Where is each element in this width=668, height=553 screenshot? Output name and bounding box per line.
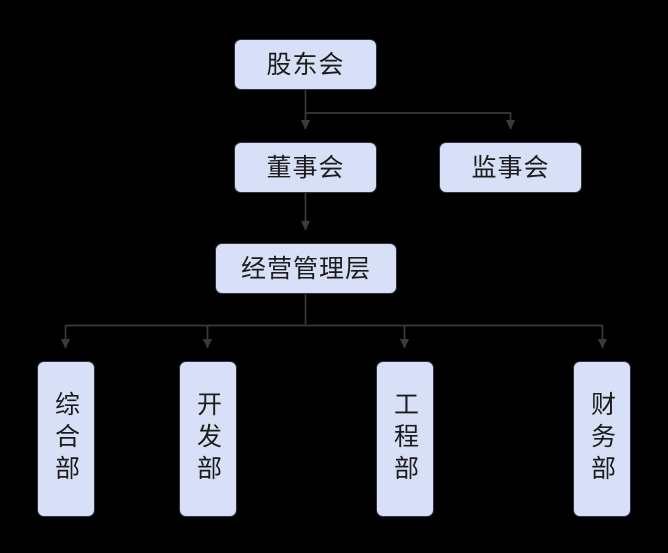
node-shareholders-label: 股东会 — [266, 49, 345, 79]
node-finance-label: 财务部 — [587, 391, 617, 487]
node-development-label: 开发部 — [193, 391, 223, 487]
node-engineering[interactable]: 工程部 — [376, 361, 434, 517]
node-board-of-directors-label: 董事会 — [266, 152, 345, 182]
node-development[interactable]: 开发部 — [179, 361, 237, 517]
node-engineering-label: 工程部 — [390, 391, 420, 487]
node-shareholders[interactable]: 股东会 — [234, 39, 377, 90]
node-board-of-supervisors-label: 监事会 — [471, 152, 550, 182]
node-general-affairs[interactable]: 综合部 — [37, 361, 95, 517]
node-board-of-directors[interactable]: 董事会 — [234, 142, 377, 193]
node-general-affairs-label: 综合部 — [51, 391, 81, 487]
edge-shareholders-to-board-of-supervisors — [305, 112, 516, 130]
node-board-of-supervisors[interactable]: 监事会 — [439, 142, 582, 193]
node-finance[interactable]: 财务部 — [573, 361, 631, 517]
node-management[interactable]: 经营管理层 — [215, 243, 397, 294]
node-management-label: 经营管理层 — [240, 253, 371, 283]
